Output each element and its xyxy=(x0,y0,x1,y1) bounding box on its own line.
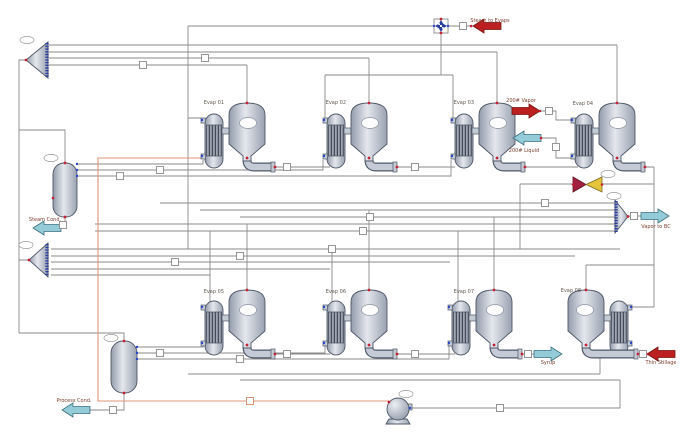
steam-cond-arrow xyxy=(32,220,62,236)
evap08-label: Evap 08 xyxy=(561,288,581,294)
thin-stillage-label: Thin Stillage xyxy=(645,360,677,366)
steam-cond-drum[interactable] xyxy=(51,161,79,219)
liquid-200-label: 200# Liquid xyxy=(509,148,539,154)
hot-stream-marker xyxy=(246,397,254,405)
evap07-label: Evap 07 xyxy=(454,289,474,295)
vapor-bus-lines xyxy=(49,25,618,249)
unit-labels: Evap 01 Evap 02 Evap 03 Evap 04 Evap 05 … xyxy=(204,100,593,295)
stream-process-cond[interactable] xyxy=(61,402,91,418)
evap08-unit[interactable] xyxy=(568,289,639,359)
left-side-lines xyxy=(18,59,452,341)
stream-thin-stillage[interactable] xyxy=(645,346,676,362)
evap06-unit[interactable] xyxy=(323,289,399,359)
thin-stillage-arrow xyxy=(646,346,676,362)
syrup-label: Syrup xyxy=(541,360,556,366)
evap04-label: Evap 04 xyxy=(573,101,593,107)
vapor-to-bc-label: Vapor to BC xyxy=(641,224,671,230)
steam-cond-label: Steam Cond. xyxy=(29,217,62,223)
evap01-unit[interactable] xyxy=(201,102,277,172)
evap06-label: Evap 06 xyxy=(326,289,346,295)
syrup-pump[interactable] xyxy=(385,397,413,425)
process-cond-drum[interactable] xyxy=(110,339,139,395)
evap02-label: Evap 02 xyxy=(326,100,346,106)
vapor-200-label: 200# Vapor xyxy=(506,98,537,104)
evap05-unit[interactable] xyxy=(201,289,277,359)
stream-200-vapor[interactable] xyxy=(511,103,542,119)
evap02-unit[interactable] xyxy=(323,102,399,172)
evap04-unit[interactable] xyxy=(571,102,647,172)
stream-labels: Steam to Evaps 200# Vapor 200# Liquid St… xyxy=(29,18,677,404)
stream-steam-to-evaps[interactable] xyxy=(469,18,502,34)
steam-to-evaps-label: Steam to Evaps xyxy=(470,18,510,24)
letdown-valve[interactable] xyxy=(571,176,604,193)
mid-bus-lines xyxy=(51,202,641,308)
stream-steam-cond[interactable] xyxy=(32,220,62,236)
evap07-unit[interactable] xyxy=(448,289,524,359)
liquid-200-arrow xyxy=(512,130,542,146)
steam-splitter[interactable] xyxy=(432,17,450,35)
evap05-label: Evap 05 xyxy=(204,289,224,295)
evap01-label: Evap 01 xyxy=(204,100,224,106)
vapor-200-arrow xyxy=(511,103,541,119)
hot-condensate-line xyxy=(97,157,389,402)
stream-syrup[interactable] xyxy=(533,346,563,362)
stream-200-liquid[interactable] xyxy=(512,130,543,146)
evap03-label: Evap 03 xyxy=(454,100,474,106)
process-cond-label: Process Cond. xyxy=(56,398,91,404)
stream-markers[interactable] xyxy=(59,22,647,414)
vapor-mixer-top[interactable] xyxy=(24,41,49,79)
condensate-mixer-left[interactable] xyxy=(27,241,49,279)
stream-vapor-to-bc[interactable] xyxy=(640,208,670,224)
process-cond-arrow xyxy=(61,402,91,418)
vapor-to-bc-arrow xyxy=(640,208,670,224)
syrup-arrow xyxy=(533,346,563,362)
vapor-mixer-bc[interactable] xyxy=(614,198,630,235)
